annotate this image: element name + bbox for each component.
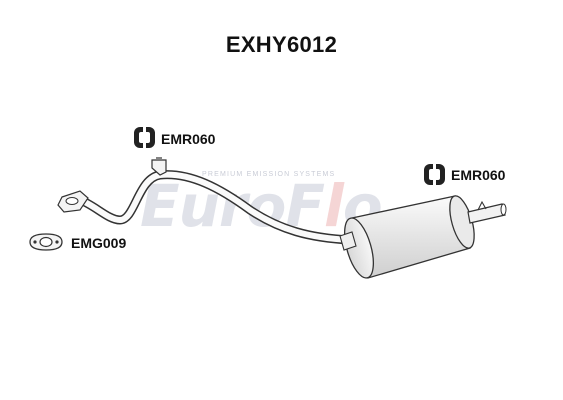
gasket-label: EMG009	[71, 235, 127, 251]
watermark-tagline: PREMIUM EMISSION SYSTEMS	[202, 171, 336, 178]
rubber-mount-right-icon	[424, 164, 445, 185]
front-flange	[57, 190, 89, 213]
silencer	[339, 195, 475, 279]
gasket-icon	[29, 233, 63, 251]
part-number-title: EXHY6012	[225, 32, 338, 57]
rubber-mount-top-label: EMR060	[161, 131, 216, 147]
rubber-mount-top-icon	[134, 127, 155, 148]
pipe-hanger-bracket	[151, 157, 167, 176]
main-pipe	[73, 170, 355, 245]
rubber-mount-right-label: EMR060	[451, 167, 506, 183]
watermark-logo-accent: l	[323, 172, 344, 240]
tailpipe	[467, 200, 507, 224]
